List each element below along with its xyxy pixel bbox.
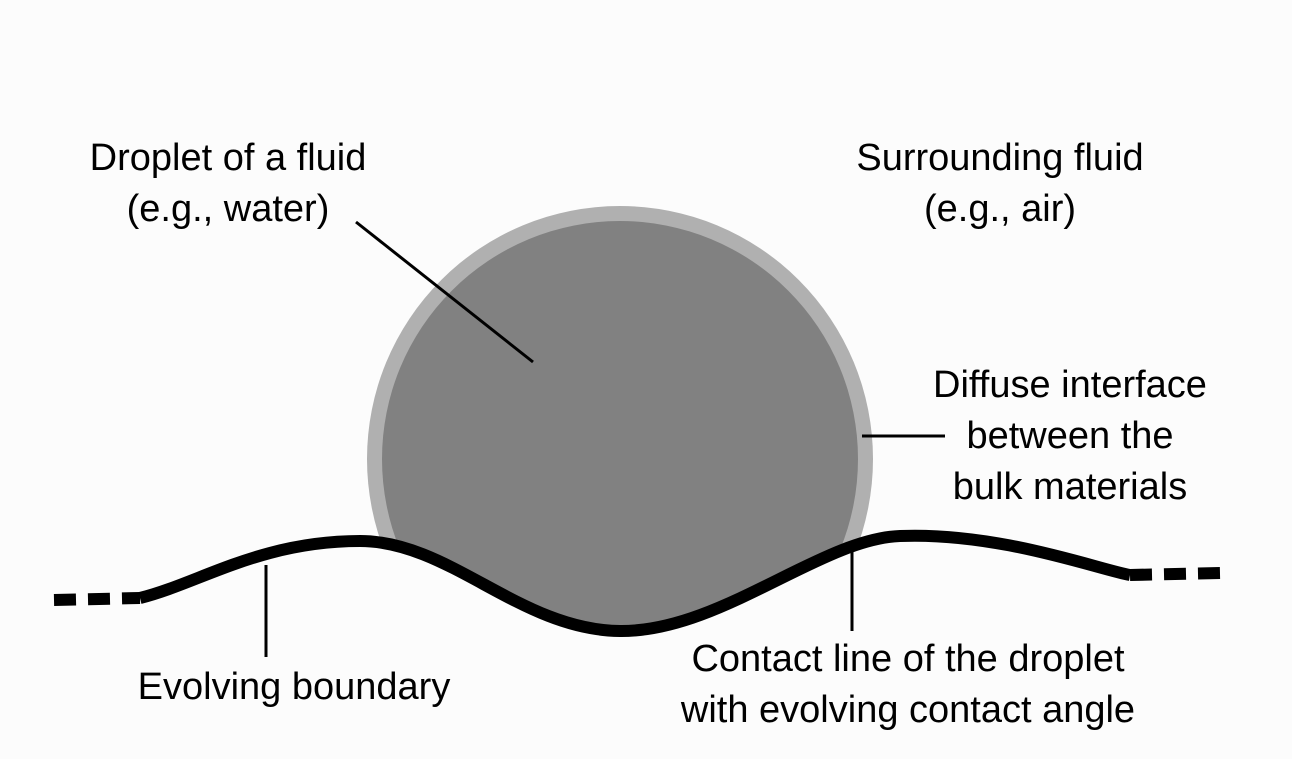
- diffuse-interface-label: Diffuse interface between the bulk mater…: [915, 360, 1225, 513]
- boundary-dashed-left: [53, 592, 141, 606]
- boundary-dashed-right: [1129, 567, 1221, 581]
- surrounding-label-line2: (e.g., air): [923, 188, 1077, 230]
- boundary-label-line1: Evolving boundary: [137, 666, 451, 708]
- evolving-boundary-label: Evolving boundary: [114, 662, 474, 713]
- boundary-curve: [138, 529, 1132, 638]
- droplet-label: Droplet of a fluid (e.g., water): [58, 133, 398, 235]
- interface-label-line1: Diffuse interface: [933, 364, 1207, 406]
- interface-label-line2: between the: [966, 415, 1174, 457]
- droplet-label-line2: (e.g., water): [126, 188, 330, 230]
- droplet-leader-line: [355, 220, 534, 364]
- surrounding-label-line1: Surrounding fluid: [856, 137, 1144, 179]
- interface-label-line3: bulk materials: [952, 466, 1188, 508]
- droplet-bulk: [382, 221, 858, 632]
- contact-label-line1: Contact line of the droplet: [691, 638, 1125, 680]
- contact-line-label: Contact line of the droplet with evolvin…: [648, 634, 1168, 736]
- droplet-label-line1: Droplet of a fluid: [89, 137, 367, 179]
- contact-label-line2: with evolving contact angle: [680, 689, 1136, 731]
- surrounding-fluid-label: Surrounding fluid (e.g., air): [830, 133, 1170, 235]
